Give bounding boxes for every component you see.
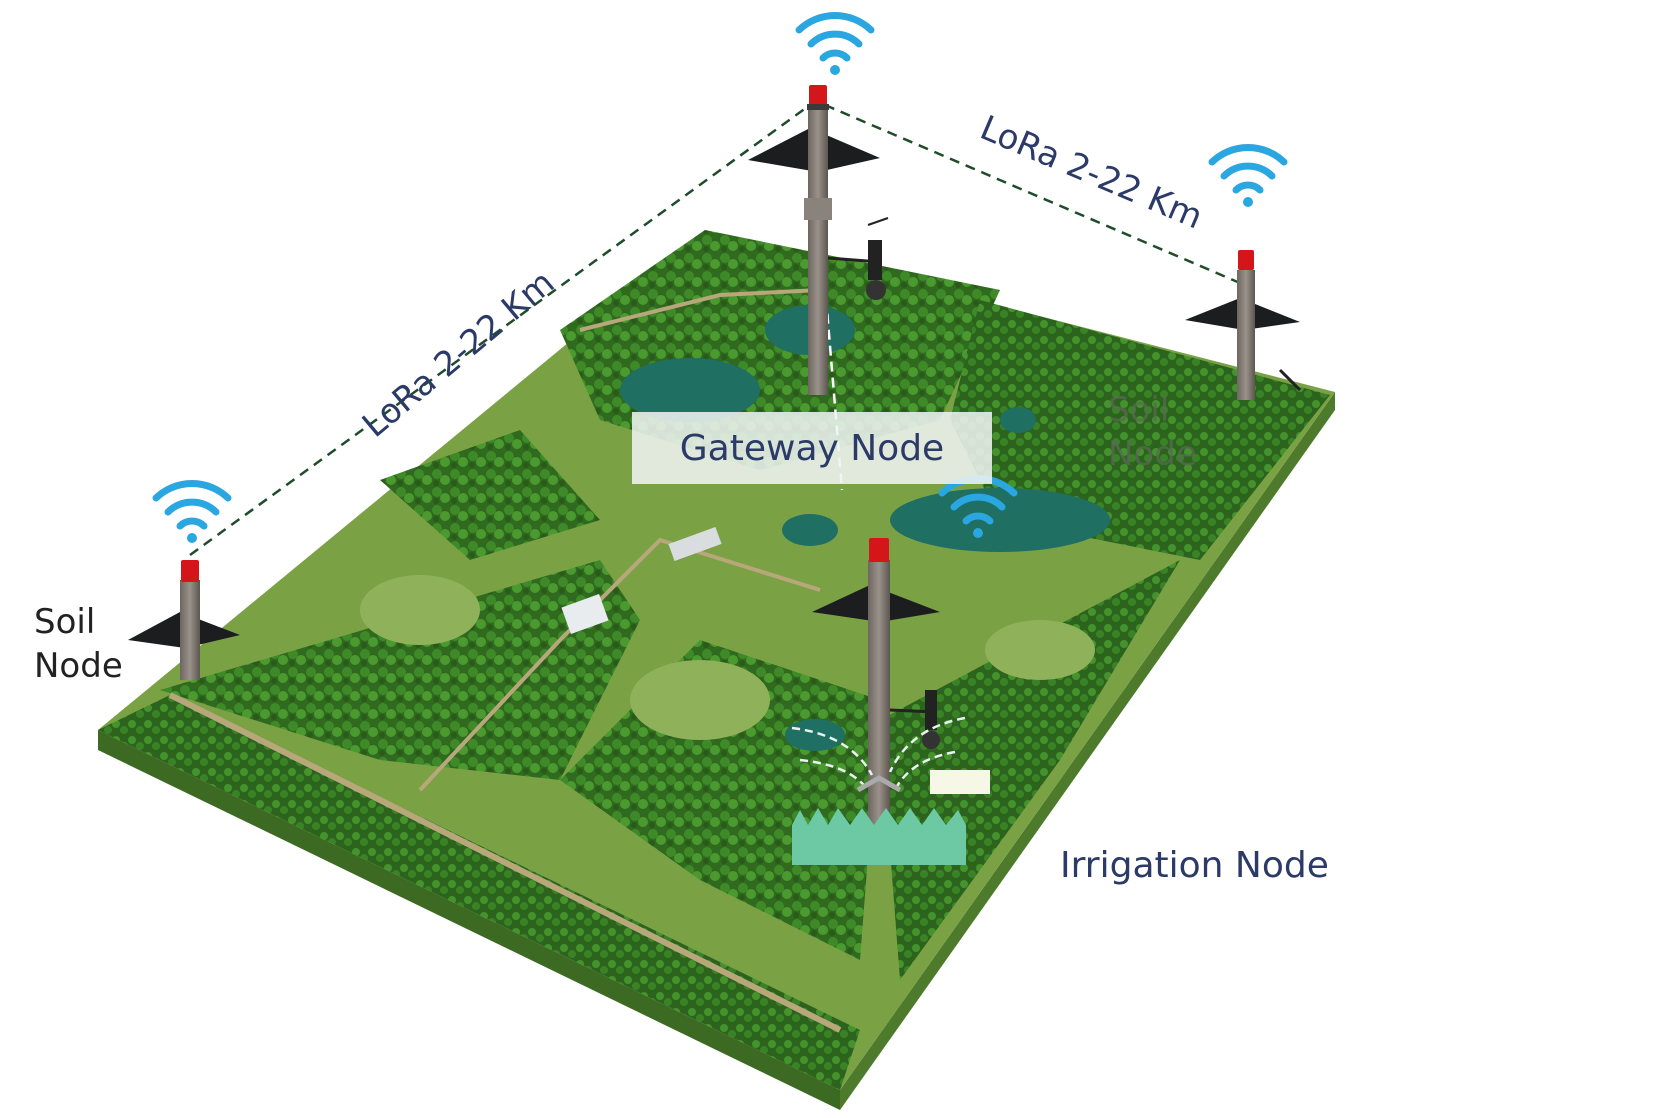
road: [418, 537, 821, 792]
lora-link-left: [189, 103, 811, 557]
wifi-icon: [795, 12, 875, 75]
terrain: [98, 230, 1335, 1110]
soil-node-label-left: Soil Node: [34, 602, 123, 686]
beacon: [181, 560, 199, 582]
wifi-icon: [1208, 144, 1288, 207]
building: [668, 526, 722, 562]
pond: [785, 719, 845, 751]
lora-link-right: [824, 103, 1241, 285]
terrain-side-front: [98, 730, 840, 1110]
gateway-node-label-box: Gateway Node: [632, 412, 992, 484]
road: [579, 288, 821, 332]
beacon: [869, 538, 889, 562]
pond: [782, 514, 838, 546]
beacon: [809, 85, 827, 107]
pond: [1000, 407, 1036, 433]
gateway-tower: [748, 85, 889, 395]
soil-node-label-right: Soil Node: [1108, 390, 1197, 474]
soil-node-right-tower: [1185, 250, 1302, 400]
building: [561, 594, 609, 634]
soil-node-left-tower: [128, 560, 240, 680]
weather-station-icon: [889, 690, 940, 749]
sprinkler-icon: [791, 716, 966, 793]
irrigation-tower: [791, 538, 990, 865]
wifi-icon: [152, 480, 232, 543]
weather-station-icon: [827, 217, 889, 300]
beacon: [1238, 250, 1254, 270]
pond: [890, 488, 1110, 552]
road: [168, 692, 842, 1033]
gateway-node-label: Gateway Node: [679, 427, 945, 469]
irrigation-node-label: Irrigation Node: [1060, 845, 1329, 886]
terrain-side-right: [840, 392, 1335, 1110]
pond: [620, 358, 760, 422]
grass-base: [792, 808, 966, 865]
